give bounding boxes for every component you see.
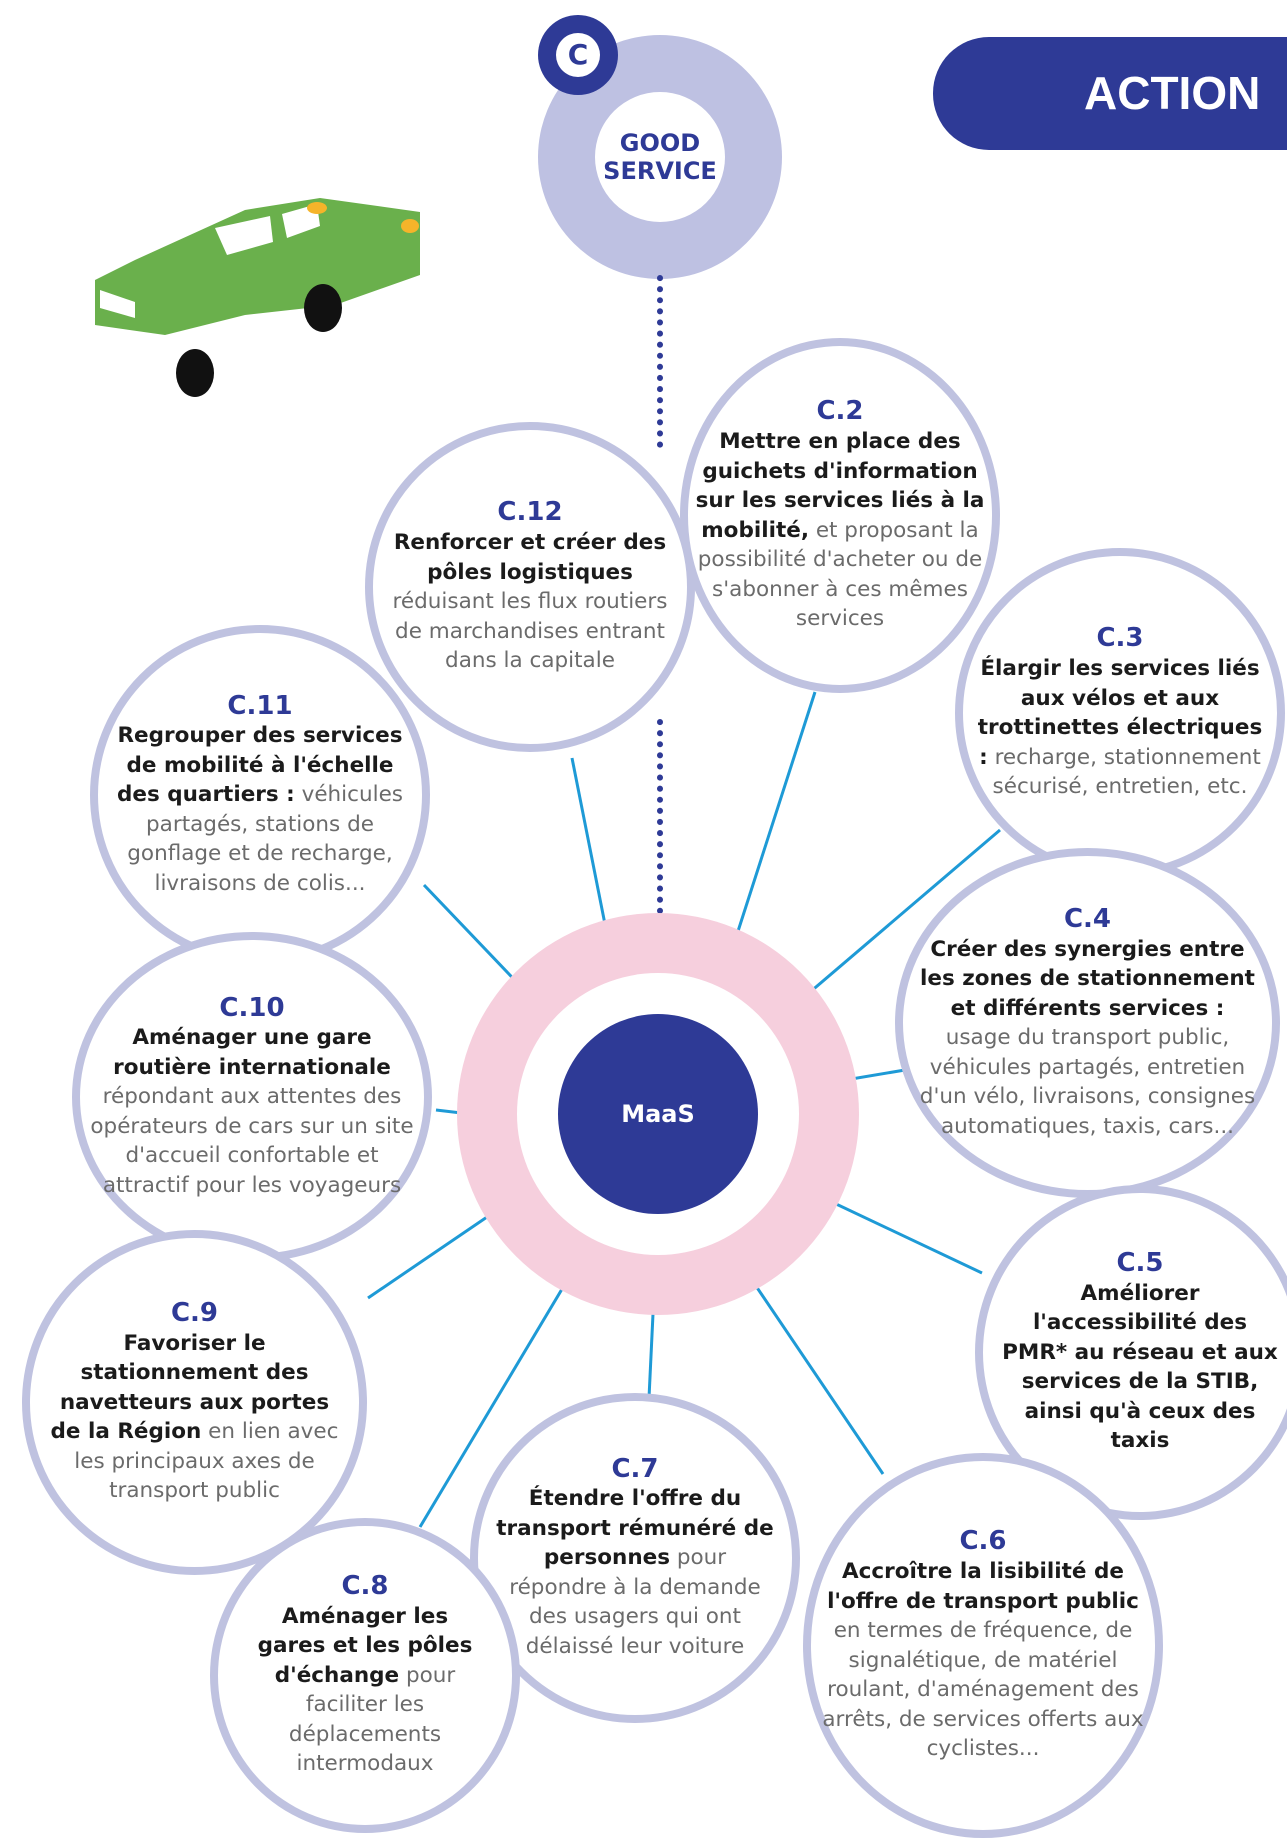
action-title: Renforcer et créer des pôles logistiques — [393, 530, 667, 585]
action-code: C.9 — [170, 1298, 219, 1329]
action-c6: C.6 Accroître la lisibilité de l'offre d… — [803, 1453, 1163, 1838]
action-c7: C.7 Étendre l'offre du transport rémunér… — [470, 1393, 800, 1723]
action-description: pour faciliter les déplacements intermod… — [288, 1662, 456, 1777]
action-title: Élargir les services liés aux vélos et a… — [977, 656, 1263, 770]
action-header-label: ACTION — [1084, 67, 1261, 119]
action-description: en termes de fréquence, de signalétique,… — [822, 1618, 1144, 1762]
action-title: Étendre l'offre du transport rémunéré de… — [496, 1486, 774, 1571]
action-c12: C.12 Renforcer et créer des pôles logist… — [365, 422, 695, 752]
action-description: recharge, stationnement sécurisé, entret… — [987, 744, 1261, 800]
action-c4: C.4 Créer des synergies entre les zones … — [895, 848, 1280, 1198]
good-service-node: GOOD SERVICE — [595, 92, 725, 222]
action-title: Améliorer l'accessibilité des PMR* au ré… — [1002, 1280, 1278, 1454]
good-service-badge-letter: C — [556, 33, 600, 77]
maas-hub: MaaS — [558, 1014, 758, 1214]
action-c3: C.3 Élargir les services liés aux vélos … — [955, 548, 1285, 878]
action-code: C.11 — [227, 690, 293, 721]
action-code: C.2 — [816, 396, 864, 427]
action-code: C.7 — [611, 1453, 659, 1484]
action-title: Mettre en place des guichets d'informati… — [695, 429, 985, 543]
good-service-badge: C — [538, 15, 618, 95]
action-title: Aménager les gares et les pôles d'échang… — [257, 1603, 473, 1688]
action-header-tab: ACTION — [933, 37, 1287, 150]
action-description: répondant aux attentes des opérateurs de… — [90, 1084, 414, 1198]
action-description: en lien avec les principaux axes de tran… — [74, 1419, 339, 1504]
action-title: Accroître la lisibilité de l'offre de tr… — [827, 1559, 1139, 1614]
car-icon — [95, 198, 420, 397]
action-c2: C.2 Mettre en place des guichets d'infor… — [680, 338, 1000, 693]
action-description: usage du transport public, véhicules par… — [919, 1025, 1256, 1139]
action-description: pour répondre à la demande des usagers q… — [509, 1545, 761, 1659]
action-code: C.8 — [341, 1571, 389, 1602]
good-service-label-line2: SERVICE — [603, 157, 717, 185]
action-title: Regrouper des services de mobilité à l'é… — [116, 723, 403, 808]
action-description: véhicules partagés, stations de gonflage… — [127, 782, 404, 896]
action-code: C.12 — [497, 497, 563, 528]
action-code: C.10 — [219, 992, 285, 1023]
action-c9: C.9 Favoriser le stationnement des navet… — [22, 1230, 367, 1575]
maas-label: MaaS — [621, 1100, 695, 1128]
action-description: et proposant la possibilité d'acheter ou… — [697, 517, 983, 632]
action-code: C.3 — [1096, 623, 1144, 654]
action-c8: C.8 Aménager les gares et les pôles d'éc… — [210, 1518, 520, 1833]
good-service-label-line1: GOOD — [619, 129, 701, 157]
action-description: réduisant les flux routiers de marchandi… — [392, 589, 668, 674]
action-c11: C.11 Regrouper des services de mobilité … — [90, 625, 430, 965]
action-code: C.4 — [1063, 903, 1112, 934]
action-code: C.5 — [1116, 1248, 1164, 1279]
action-c5: C.5 Améliorer l'accessibilité des PMR* a… — [975, 1185, 1287, 1520]
action-title: Créer des synergies entre les zones de s… — [920, 936, 1255, 1021]
action-code: C.6 — [959, 1526, 1007, 1557]
action-title: Favoriser le stationnement des navetteur… — [50, 1330, 330, 1445]
action-c10: C.10 Aménager une gare routière internat… — [72, 932, 432, 1262]
action-title: Aménager une gare routière international… — [113, 1025, 391, 1080]
